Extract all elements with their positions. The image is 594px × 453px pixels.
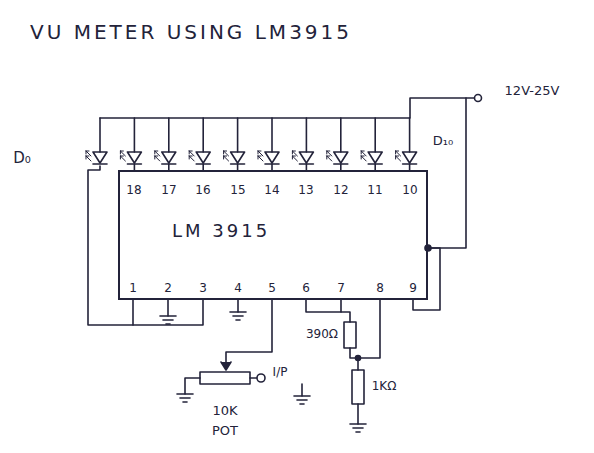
led-name: D₀ (13, 151, 31, 166)
pin-number: 16 (195, 184, 210, 196)
led-symbol (120, 118, 141, 170)
pin-number: 18 (126, 184, 141, 196)
input-terminal (257, 374, 265, 382)
pin-number: 13 (298, 184, 313, 196)
r1k-ground-wire (357, 404, 359, 424)
led-symbol (396, 118, 417, 170)
pin8-wire (350, 300, 380, 358)
pin-number: 3 (199, 282, 207, 294)
ground-symbol (177, 394, 193, 402)
led-name: D₁₀ (433, 134, 453, 147)
pin1-wire (132, 300, 134, 325)
pin-number: 1 (129, 282, 137, 294)
supply-wire (428, 98, 466, 248)
led-symbol (361, 118, 382, 170)
led0-wire (88, 166, 203, 325)
pin-number: 12 (333, 184, 348, 196)
pin2-wire (167, 300, 169, 316)
pin4-wire (237, 300, 239, 312)
pin-number: 7 (337, 282, 345, 294)
pin-number: 17 (161, 184, 176, 196)
junction-dot (356, 356, 361, 361)
pot-ground-wire (185, 378, 200, 394)
pin-number: 5 (268, 282, 276, 294)
supply-voltage: 12V-25V (505, 84, 560, 97)
supply-rail (100, 98, 474, 118)
pin6-7-link (306, 300, 341, 312)
pin-number: 14 (264, 184, 279, 196)
input-name: I/P (273, 366, 288, 378)
pin-number: 2 (164, 282, 172, 294)
ground-symbol (160, 316, 176, 324)
pin-number: 10 (402, 184, 417, 196)
pin-number: 4 (234, 282, 242, 294)
pin-number: 6 (302, 282, 310, 294)
chip-name: LM 3915 (172, 222, 270, 240)
pin-number: 9 (409, 282, 417, 294)
led-symbol (189, 118, 210, 170)
led-symbol (327, 118, 348, 170)
ground-symbol (230, 312, 246, 320)
pin7-wire (341, 312, 350, 322)
resistor-value: 390Ω (306, 328, 338, 340)
resistor-symbol (352, 370, 364, 404)
led-row (86, 118, 417, 170)
diagram-title: VU METER USING LM3915 (30, 22, 352, 42)
pin-number: 15 (230, 184, 245, 196)
resistor-value: 1KΩ (372, 380, 397, 392)
pot-value: 10K (212, 404, 237, 417)
ground-symbol (350, 424, 366, 432)
pin-number: 8 (376, 282, 384, 294)
potentiometer (200, 372, 250, 384)
resistor-symbol (344, 322, 356, 348)
supply-terminal (475, 95, 482, 102)
led-symbol (292, 118, 313, 170)
pot-name: POT (212, 424, 238, 437)
wiper-arrow (221, 362, 231, 370)
led-symbol (155, 118, 176, 170)
led-symbol (86, 118, 107, 164)
input-ground-wire (301, 384, 303, 396)
ground-symbol (294, 396, 310, 404)
pin-number: 11 (367, 184, 382, 196)
input-wire (250, 377, 257, 379)
led-symbol (224, 118, 245, 170)
pin5-wire (226, 300, 272, 366)
led-symbol (258, 118, 279, 170)
